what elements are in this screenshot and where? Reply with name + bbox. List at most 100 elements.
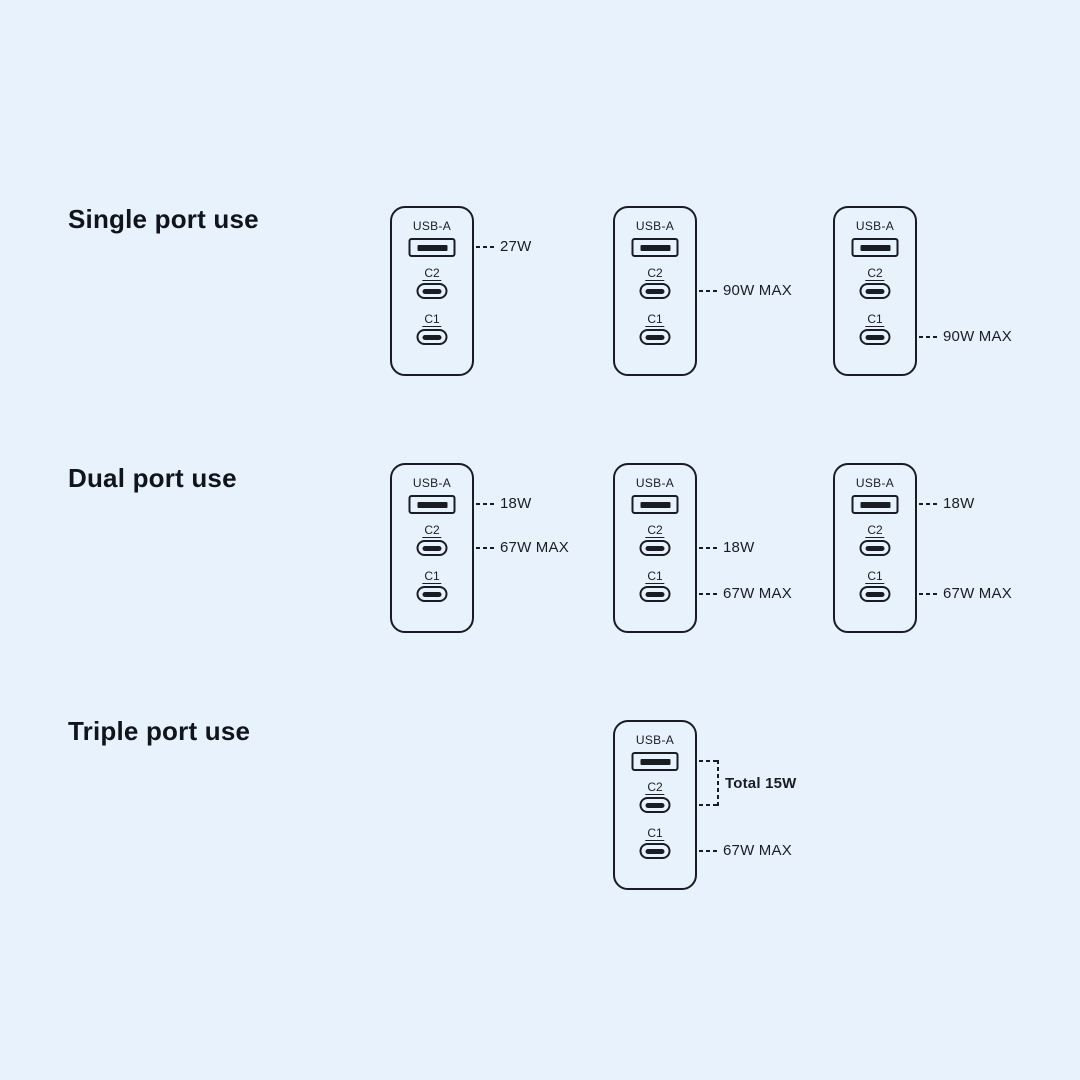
c2-pin bbox=[645, 545, 665, 551]
usba-port-icon bbox=[631, 495, 679, 514]
c1-port-label: C1 bbox=[422, 569, 442, 584]
c1-pin bbox=[422, 591, 442, 597]
annotation-label: 90W MAX bbox=[723, 282, 792, 299]
c1-port-label: C1 bbox=[865, 312, 885, 327]
c1-port-icon bbox=[639, 329, 671, 345]
annotation-single-2-c2: 90W MAX bbox=[699, 283, 792, 299]
c1-pin bbox=[865, 334, 885, 340]
usba-port-icon bbox=[631, 238, 679, 257]
dashed-leader-line bbox=[919, 503, 939, 505]
annotation-label: 18W bbox=[500, 495, 532, 512]
charger-dual-2: USB-A C2 C1 bbox=[613, 463, 697, 633]
usba-port-icon bbox=[408, 238, 456, 257]
annotation-label: 18W bbox=[943, 495, 975, 512]
c1-port-icon bbox=[639, 843, 671, 859]
c1-port-icon bbox=[416, 329, 448, 345]
annotation-triple-c1: 67W MAX bbox=[699, 843, 792, 859]
bracket-top-line bbox=[699, 760, 719, 762]
c2-port-icon bbox=[859, 540, 891, 556]
c2-port-label: C2 bbox=[422, 266, 442, 281]
c2-port-label: C2 bbox=[865, 266, 885, 281]
usba-port-label: USB-A bbox=[635, 476, 675, 490]
usba-pin bbox=[860, 244, 890, 251]
c1-pin bbox=[865, 591, 885, 597]
usba-port-icon bbox=[851, 495, 899, 514]
dashed-leader-line bbox=[699, 290, 719, 292]
annotation-label: 67W MAX bbox=[943, 585, 1012, 602]
c2-port-label: C2 bbox=[422, 523, 442, 538]
annotation-label: 67W MAX bbox=[500, 539, 569, 556]
c1-port-label: C1 bbox=[645, 569, 665, 584]
usba-port-label: USB-A bbox=[635, 733, 675, 747]
annotation-label: 90W MAX bbox=[943, 328, 1012, 345]
c2-pin bbox=[422, 545, 442, 551]
dashed-leader-line bbox=[476, 547, 496, 549]
dashed-leader-line bbox=[919, 336, 939, 338]
usba-port-label: USB-A bbox=[855, 219, 895, 233]
dashed-leader-line bbox=[919, 593, 939, 595]
c1-port-label: C1 bbox=[645, 826, 665, 841]
usba-port-icon bbox=[851, 238, 899, 257]
usba-port-label: USB-A bbox=[412, 476, 452, 490]
annotation-triple-usba-c2-total: Total 15W bbox=[725, 775, 797, 792]
c1-port-icon bbox=[859, 329, 891, 345]
c2-port-icon bbox=[639, 283, 671, 299]
usba-port-icon bbox=[408, 495, 456, 514]
usba-pin bbox=[860, 501, 890, 508]
dashed-leader-line bbox=[699, 593, 719, 595]
charger-single-1: USB-A C2 C1 bbox=[390, 206, 474, 376]
annotation-dual-3-c1: 67W MAX bbox=[919, 586, 1012, 602]
charger-dual-1: USB-A C2 C1 bbox=[390, 463, 474, 633]
dashed-leader-line bbox=[476, 246, 496, 248]
annotation-single-1-usba: 27W bbox=[476, 239, 531, 255]
c1-port-icon bbox=[416, 586, 448, 602]
annotation-dual-2-c1: 67W MAX bbox=[699, 586, 792, 602]
charger-triple-1: USB-A C2 C1 bbox=[613, 720, 697, 890]
c1-pin bbox=[645, 591, 665, 597]
bracket-vertical-line bbox=[717, 760, 719, 806]
dashed-leader-line bbox=[476, 503, 496, 505]
c2-port-label: C2 bbox=[865, 523, 885, 538]
c2-port-icon bbox=[639, 540, 671, 556]
usba-pin bbox=[640, 244, 670, 251]
usba-port-icon bbox=[631, 752, 679, 771]
c2-port-label: C2 bbox=[645, 780, 665, 795]
c1-pin bbox=[645, 334, 665, 340]
annotation-label: 18W bbox=[723, 539, 755, 556]
c2-pin bbox=[645, 288, 665, 294]
c2-pin bbox=[865, 545, 885, 551]
dashed-leader-line bbox=[699, 850, 719, 852]
usba-port-label: USB-A bbox=[855, 476, 895, 490]
c2-pin bbox=[645, 802, 665, 808]
annotation-single-3-c1: 90W MAX bbox=[919, 329, 1012, 345]
c2-port-icon bbox=[416, 283, 448, 299]
section-title-dual-port: Dual port use bbox=[68, 463, 237, 493]
c2-port-label: C2 bbox=[645, 523, 665, 538]
usba-pin bbox=[417, 244, 447, 251]
c1-port-label: C1 bbox=[645, 312, 665, 327]
c2-port-icon bbox=[416, 540, 448, 556]
annotation-dual-1-usba: 18W bbox=[476, 496, 531, 512]
bracket-bottom-line bbox=[699, 804, 719, 806]
annotation-dual-2-c2: 18W bbox=[699, 540, 754, 556]
charger-dual-3: USB-A C2 C1 bbox=[833, 463, 917, 633]
annotation-dual-1-c2: 67W MAX bbox=[476, 540, 569, 556]
annotation-label: 27W bbox=[500, 238, 532, 255]
c2-pin bbox=[865, 288, 885, 294]
c1-port-label: C1 bbox=[422, 312, 442, 327]
c2-port-icon bbox=[639, 797, 671, 813]
section-title-single-port: Single port use bbox=[68, 204, 259, 234]
c2-port-label: C2 bbox=[645, 266, 665, 281]
annotation-dual-3-usba: 18W bbox=[919, 496, 974, 512]
c1-pin bbox=[645, 848, 665, 854]
usba-port-label: USB-A bbox=[635, 219, 675, 233]
usba-port-label: USB-A bbox=[412, 219, 452, 233]
annotation-label: 67W MAX bbox=[723, 585, 792, 602]
c2-pin bbox=[422, 288, 442, 294]
c1-port-icon bbox=[859, 586, 891, 602]
c1-port-icon bbox=[639, 586, 671, 602]
dashed-leader-line bbox=[699, 547, 719, 549]
c1-port-label: C1 bbox=[865, 569, 885, 584]
usba-pin bbox=[417, 501, 447, 508]
